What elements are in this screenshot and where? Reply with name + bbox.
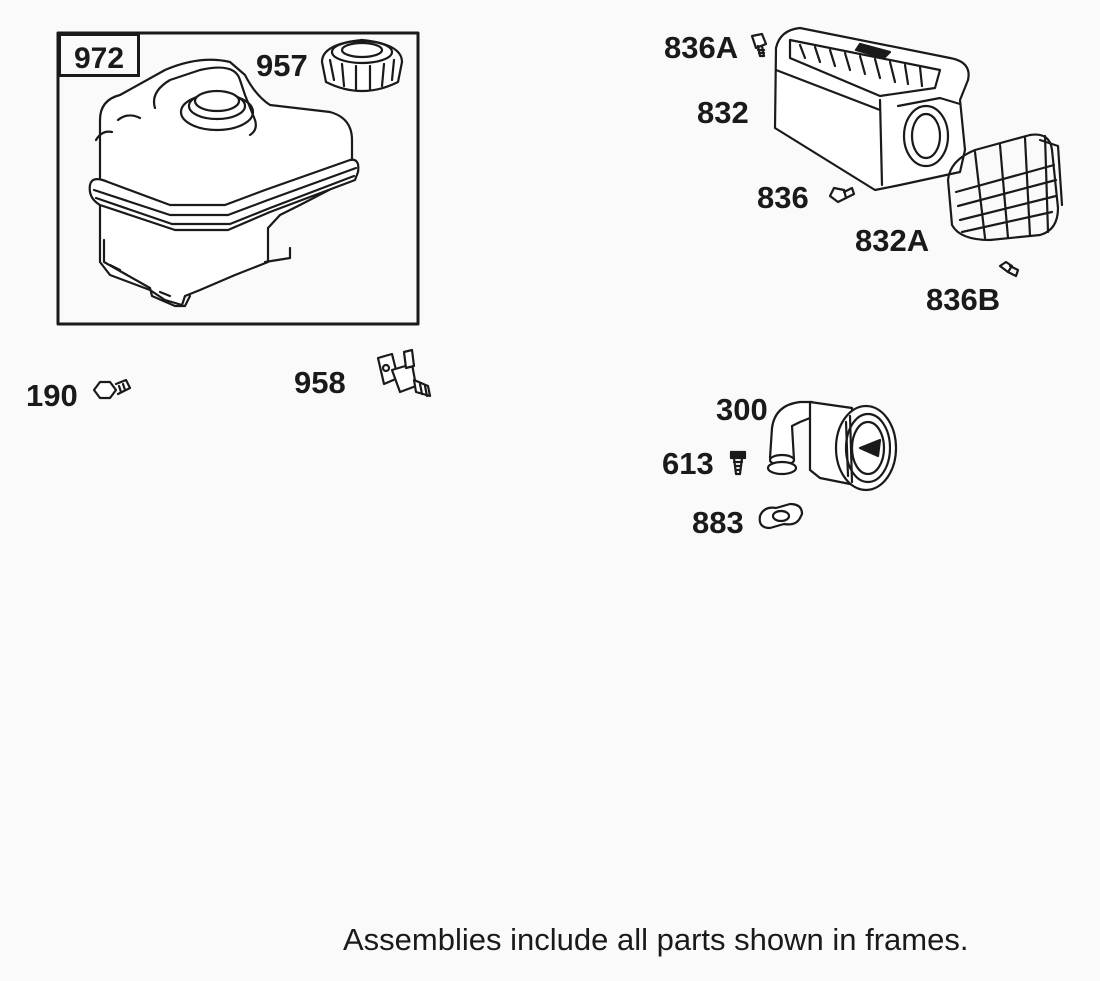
screw-836-drawing [828, 186, 856, 204]
fuel-tank-drawing [88, 58, 360, 308]
callout-958: 958 [294, 365, 346, 400]
screw-613-drawing [729, 450, 747, 476]
callout-957: 957 [256, 48, 308, 83]
callout-190: 190 [26, 378, 78, 413]
screw-836b-drawing [998, 260, 1020, 278]
frame-label-text: 972 [73, 42, 125, 75]
callout-836a: 836A [664, 30, 739, 65]
fuel-valve-drawing [376, 348, 432, 398]
callout-300: 300 [716, 392, 768, 427]
air-cleaner-housing-drawing [773, 26, 970, 192]
bolt-190-drawing [92, 378, 132, 400]
fuel-cap-drawing [320, 38, 404, 92]
muffler-drawing [766, 400, 898, 492]
filter-screen-drawing [946, 133, 1064, 242]
callout-836b: 836B [926, 282, 1001, 317]
callout-832a: 832A [855, 223, 930, 258]
callout-832: 832 [697, 95, 749, 130]
screw-836a-drawing [750, 32, 768, 58]
callout-836: 836 [757, 180, 809, 215]
frame-label-972: 972 [58, 33, 140, 77]
callout-613: 613 [662, 446, 714, 481]
gasket-drawing [758, 502, 804, 530]
callout-883: 883 [692, 505, 744, 540]
assembly-frame [56, 31, 420, 326]
assembly-footnote: Assemblies include all parts shown in fr… [343, 922, 969, 957]
